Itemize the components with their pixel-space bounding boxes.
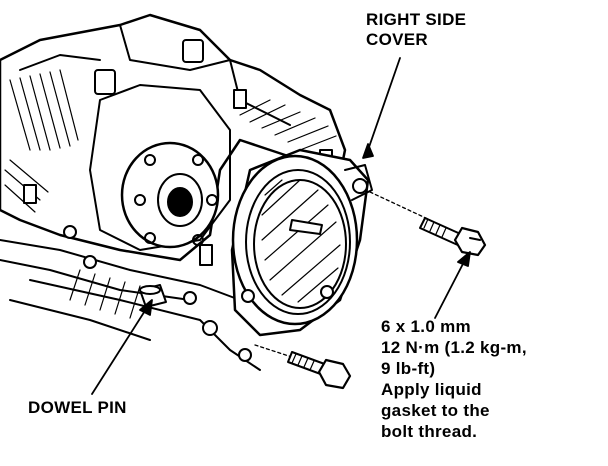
- bolt-spec-torque-nm: 12 N·m (1.2 kg-m,: [381, 338, 527, 357]
- right-side-cover-label-line-2: COVER: [366, 30, 428, 49]
- bolt-spec-instruction-1: Apply liquid: [381, 380, 482, 399]
- leader-lines: [91, 57, 471, 395]
- right-side-cover: [230, 148, 373, 337]
- leader-bolt-spec: [434, 257, 467, 319]
- leader-right-side-cover: [367, 57, 401, 151]
- dowel-pin-label: DOWEL PIN: [28, 398, 127, 417]
- bolt-spec-torque-lbft: 9 lb-ft): [381, 359, 436, 378]
- bolt-spec-label: 6 x 1.0 mm 12 N·m (1.2 kg-m, 9 lb-ft) Ap…: [381, 316, 527, 442]
- bolt-spec-instruction-2: gasket to the: [381, 401, 490, 420]
- bolt-spec-instruction-3: bolt thread.: [381, 422, 478, 441]
- bolt-spec-size: 6 x 1.0 mm: [381, 317, 471, 336]
- leader-right-side-cover-arrow: [362, 143, 374, 159]
- engine-block: [0, 13, 347, 266]
- leader-dowel-pin: [91, 305, 149, 395]
- upper-bolt: [369, 191, 487, 257]
- leader-bolt-spec-arrow: [457, 251, 471, 267]
- crankshaft-flange: [120, 141, 220, 249]
- leader-dowel-pin-arrow: [139, 299, 153, 316]
- right-side-cover-label-line-1: RIGHT SIDE: [366, 10, 467, 29]
- right-side-cover-label: RIGHT SIDE COVER: [366, 10, 466, 50]
- dowel-pin: [139, 284, 167, 308]
- lower-bolt: [254, 344, 352, 390]
